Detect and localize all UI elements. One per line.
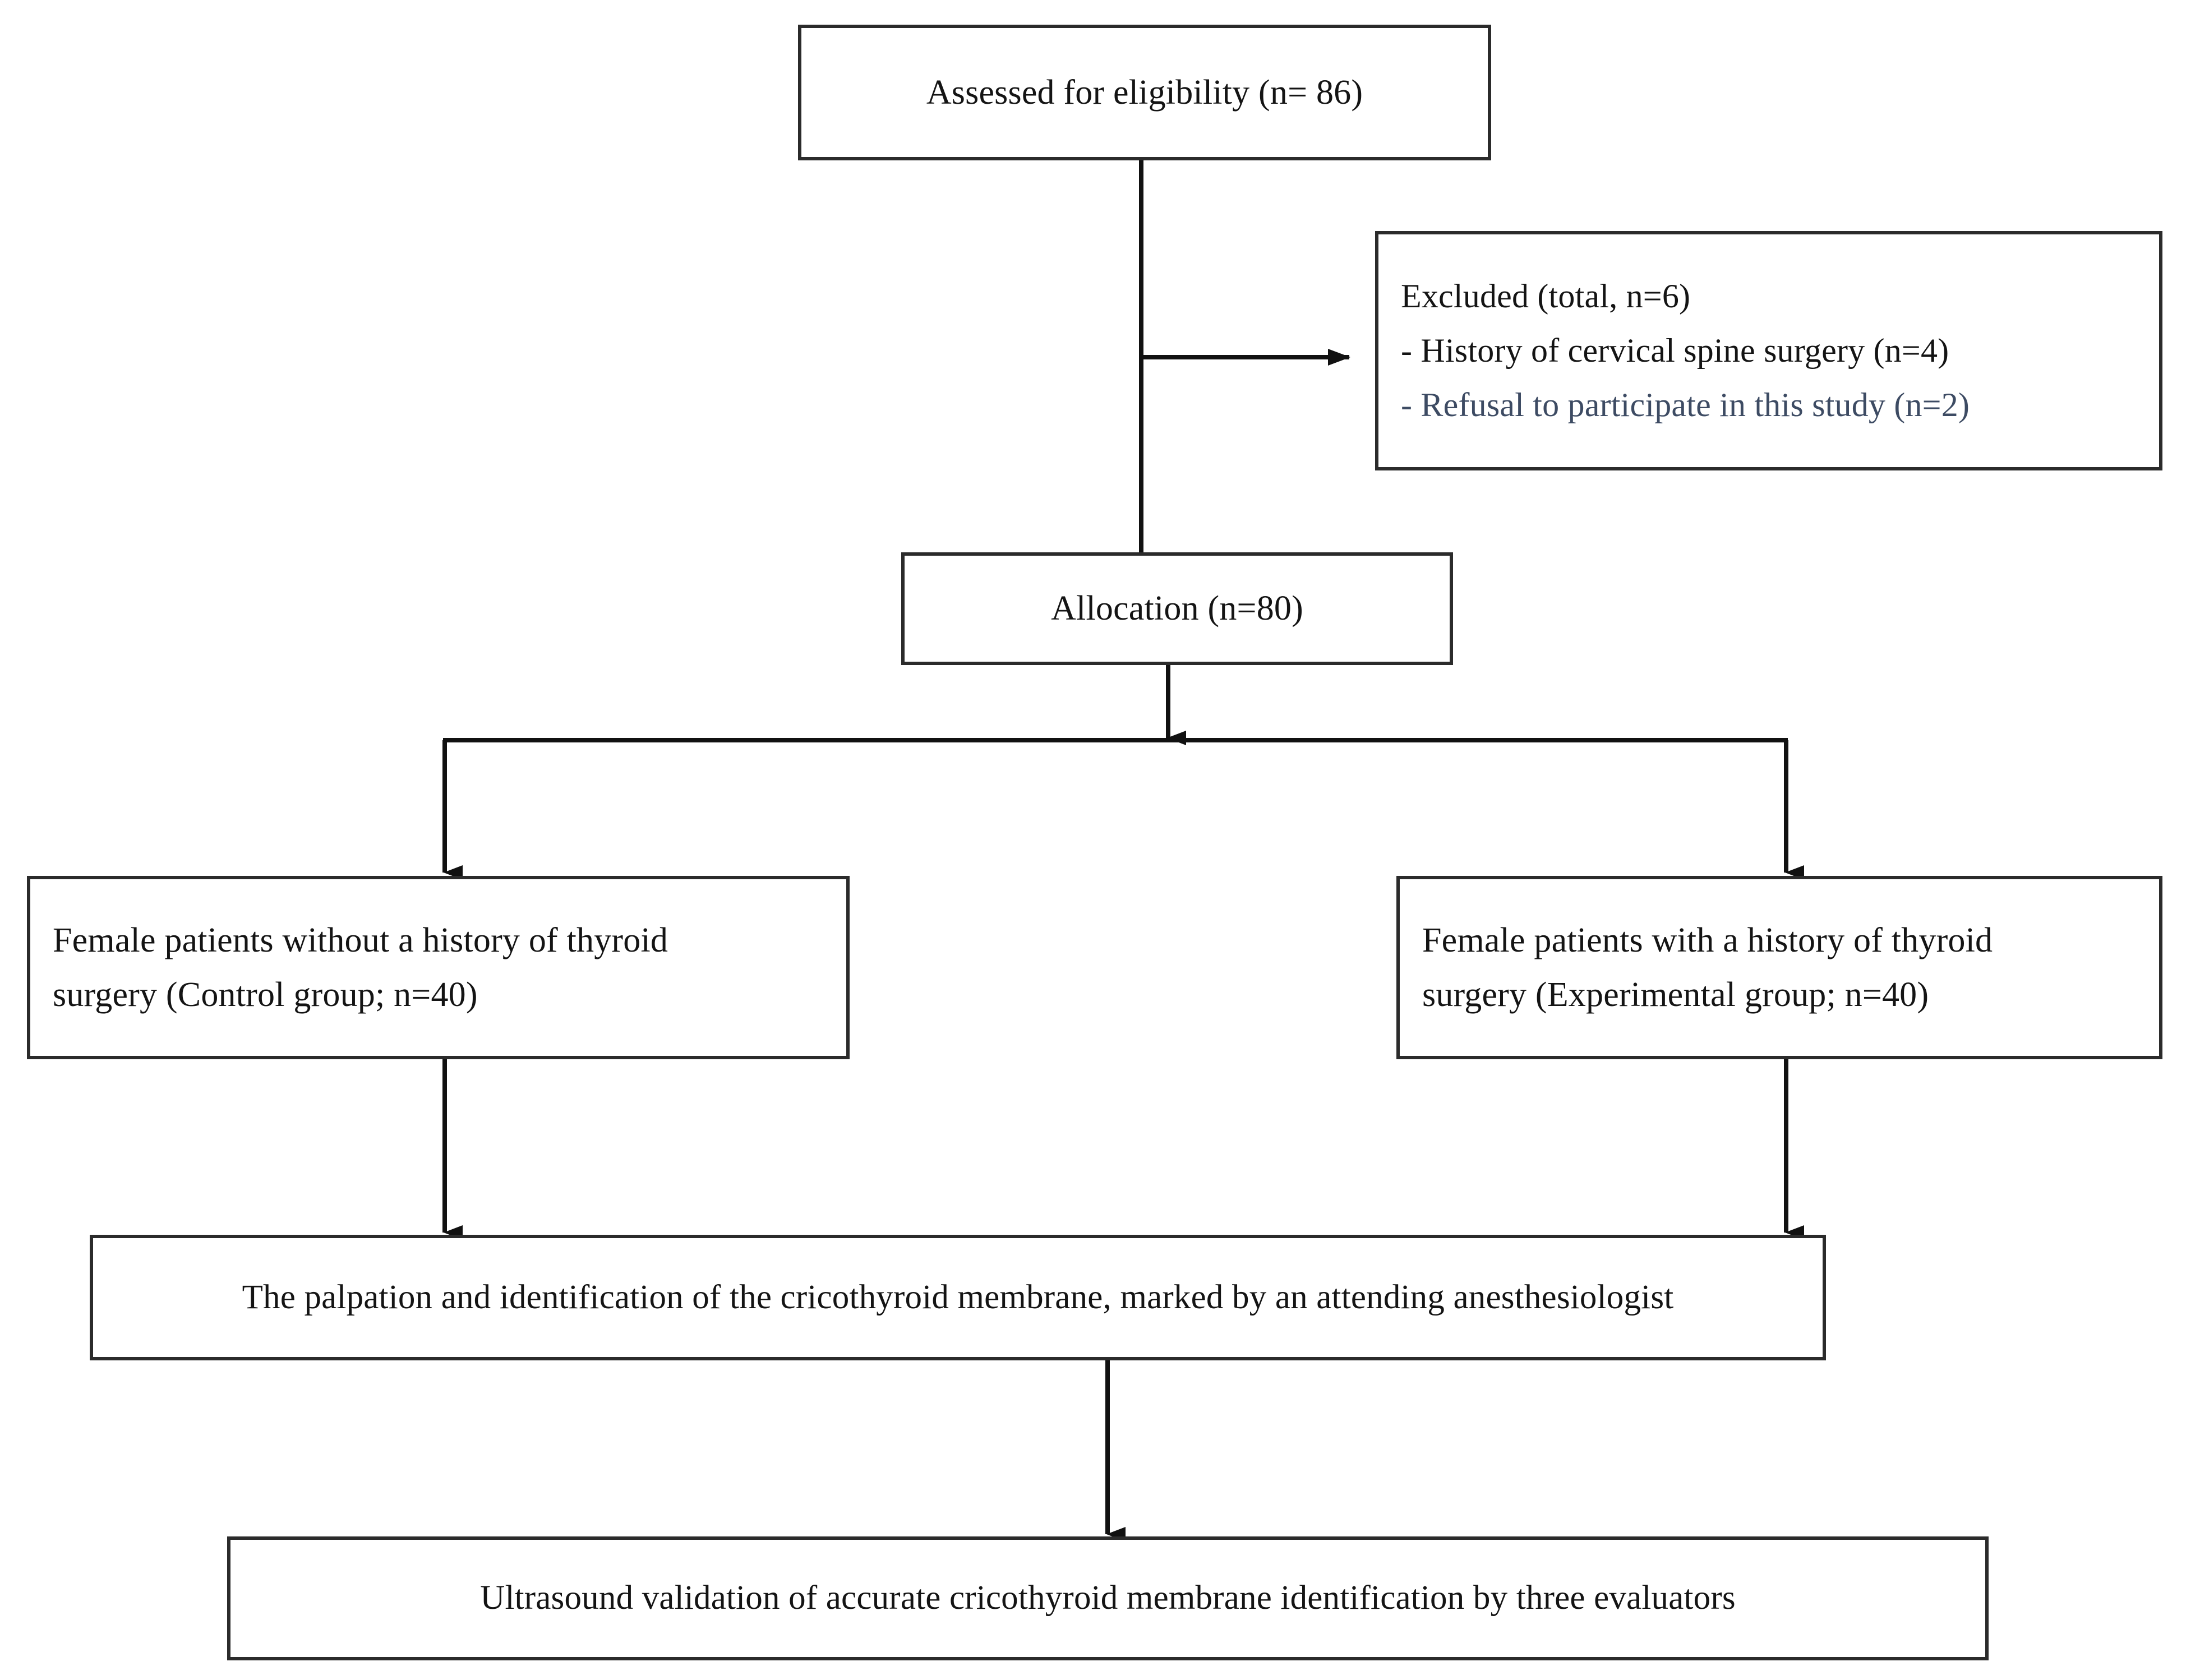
node-experimental-group-content: Female patients with a history of thyroi… — [1400, 913, 2159, 1021]
node-assessed-label: Assessed for eligibility (n= 86) — [926, 73, 1363, 112]
node-control-group[interactable]: Female patients without a history of thy… — [27, 876, 850, 1059]
node-ultrasound-label: Ultrasound validation of accurate cricot… — [480, 1579, 1736, 1617]
excluded-reason-2: - Refusal to participate in this study (… — [1401, 378, 2137, 432]
node-excluded[interactable]: Excluded (total, n=6) - History of cervi… — [1375, 231, 2162, 470]
excluded-reason-1-label: History of cervical spine surgery (n=4) — [1421, 331, 1949, 369]
excluded-heading: Excluded (total, n=6) — [1401, 277, 1691, 315]
control-group-line-2: surgery (Control group; n=40) — [53, 975, 478, 1014]
experimental-group-line-1: Female patients with a history of thyroi… — [1422, 921, 1993, 960]
node-palpation[interactable]: The palpation and identification of the … — [90, 1235, 1826, 1360]
experimental-group-line-2: surgery (Experimental group; n=40) — [1422, 975, 1929, 1014]
excluded-reason-1-bullet: - — [1401, 331, 1413, 369]
control-group-line-1: Female patients without a history of thy… — [53, 921, 668, 960]
excluded-reason-2-bullet: - — [1401, 386, 1413, 424]
node-assessed-for-eligibility[interactable]: Assessed for eligibility (n= 86) — [798, 25, 1491, 160]
node-ultrasound-validation[interactable]: Ultrasound validation of accurate cricot… — [227, 1536, 1989, 1660]
excluded-reason-2-label: Refusal to participate in this study (n=… — [1421, 386, 1970, 424]
node-control-group-content: Female patients without a history of thy… — [30, 913, 846, 1021]
node-experimental-group[interactable]: Female patients with a history of thyroi… — [1396, 876, 2162, 1059]
node-allocation-label: Allocation (n=80) — [1051, 589, 1303, 628]
excluded-reason-1: - History of cervical spine surgery (n=4… — [1401, 324, 2137, 378]
node-allocation[interactable]: Allocation (n=80) — [901, 552, 1453, 665]
node-palpation-label: The palpation and identification of the … — [242, 1278, 1674, 1316]
node-excluded-content: Excluded (total, n=6) - History of cervi… — [1378, 269, 2159, 433]
